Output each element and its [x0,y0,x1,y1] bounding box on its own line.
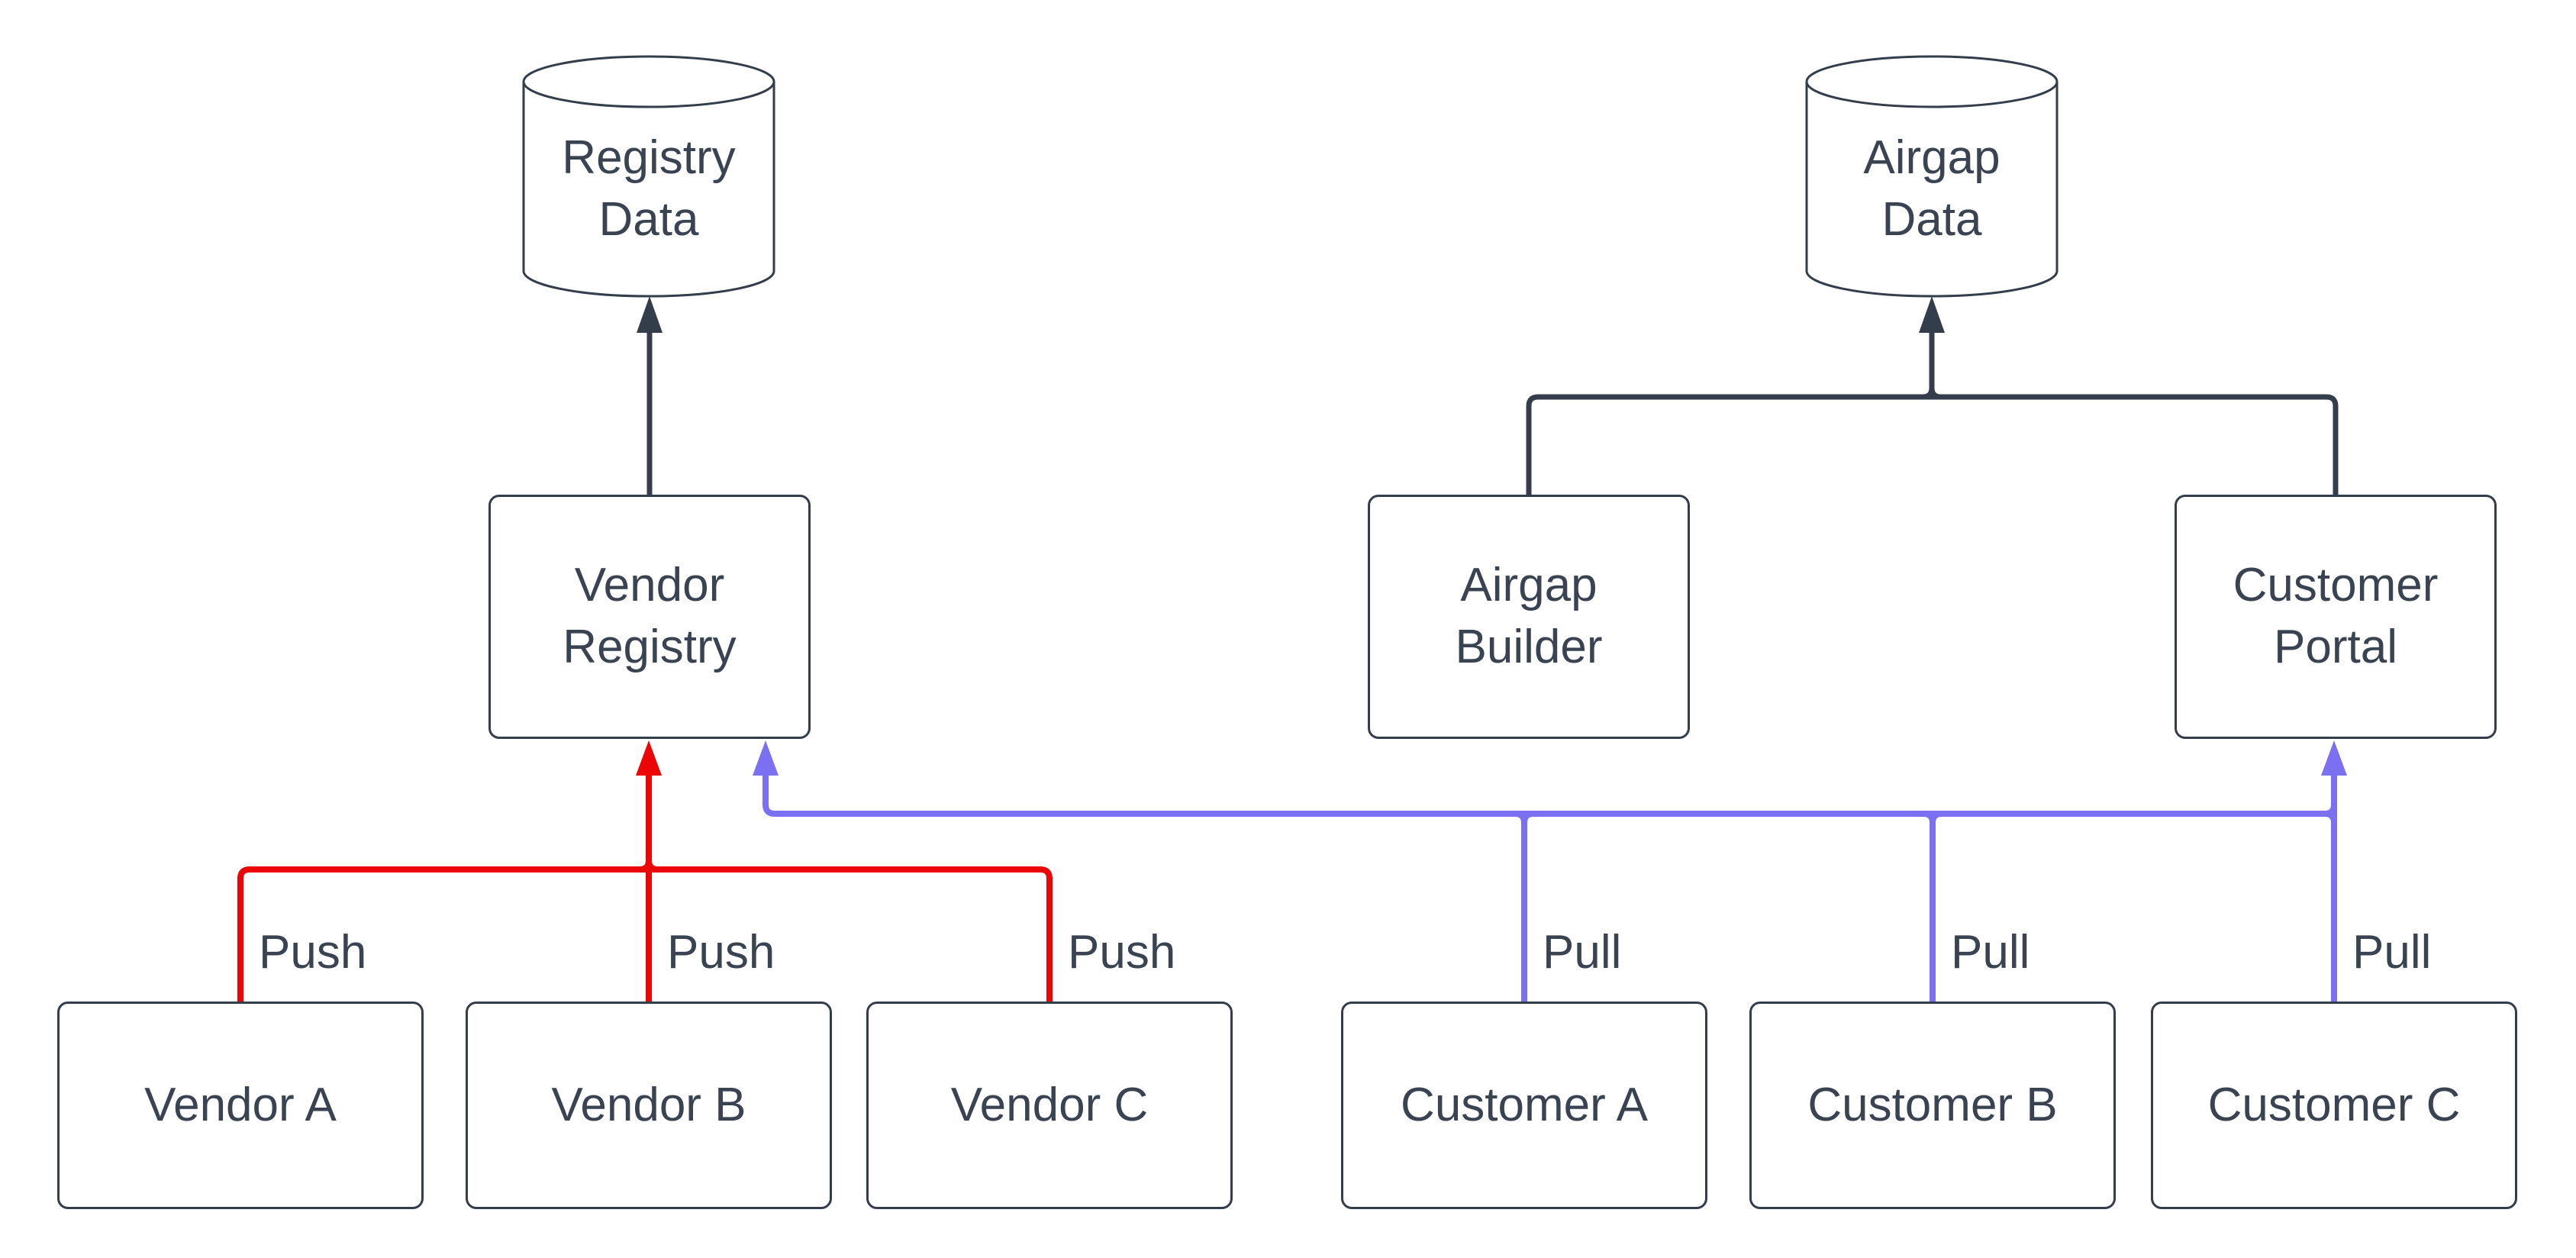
edge-customer-a-pull [1514,811,1534,1002]
node-label: Airgap Builder [1455,559,1603,673]
edge-airgap-builder-customer-portal-trunk [1526,394,2339,495]
edge-label-pull-customer-b: Pull [1951,926,2030,979]
arrowhead-vendor-registry-push [636,740,662,776]
node-airgap-data-label-box: Airgap Data [1807,98,2057,281]
node-label: Customer A [1401,1078,1648,1131]
node-customer-c: Customer C [2151,1002,2517,1209]
node-label: Airgap Data [1863,131,2001,246]
node-label: Vendor A [144,1078,337,1131]
node-vendor-a: Vendor A [57,1002,424,1209]
edge-label-push-vendor-c: Push [1068,926,1176,979]
edge-label-push-vendor-a: Push [259,926,367,979]
junction-fillet-airgap-data [1922,387,1942,400]
node-customer-portal: Customer Portal [2175,495,2497,739]
node-label: Vendor B [551,1078,746,1131]
node-airgap-builder: Airgap Builder [1368,495,1690,739]
node-vendor-registry: Vendor Registry [488,495,811,739]
node-registry-data-label-box: Registry Data [524,98,774,281]
cylinder-airgap-data [1805,55,2059,298]
cylinder-registry-data [522,55,775,298]
edge-pull-rail [762,776,2334,817]
node-label: Customer Portal [2233,559,2439,673]
arrowhead-airgap-data [1919,296,1945,333]
node-label: Customer C [2207,1078,2461,1131]
node-label: Vendor Registry [563,559,737,673]
edge-label-pull-customer-a: Pull [1543,926,1622,979]
node-customer-b: Customer B [1749,1002,2116,1209]
node-label: Registry Data [562,131,736,246]
arrowhead-registry-data [637,296,663,333]
arrowhead-vendor-registry-pull [753,740,779,776]
junction-fillet-push [639,860,659,873]
node-label: Vendor C [950,1078,1149,1131]
edge-label-pull-customer-c: Pull [2352,926,2432,979]
edge-customer-c-pull [2324,776,2337,1002]
edge-customer-b-pull [1923,811,1942,1002]
cylinder-registry-data-rim [522,81,775,108]
node-vendor-b: Vendor B [466,1002,832,1209]
node-customer-a: Customer A [1341,1002,1707,1209]
cylinder-airgap-data-rim [1805,81,2059,108]
arrowhead-customer-portal-pull [2321,740,2347,776]
node-label: Customer B [1807,1078,2058,1131]
node-vendor-c: Vendor C [866,1002,1233,1209]
edge-label-push-vendor-b: Push [667,926,775,979]
